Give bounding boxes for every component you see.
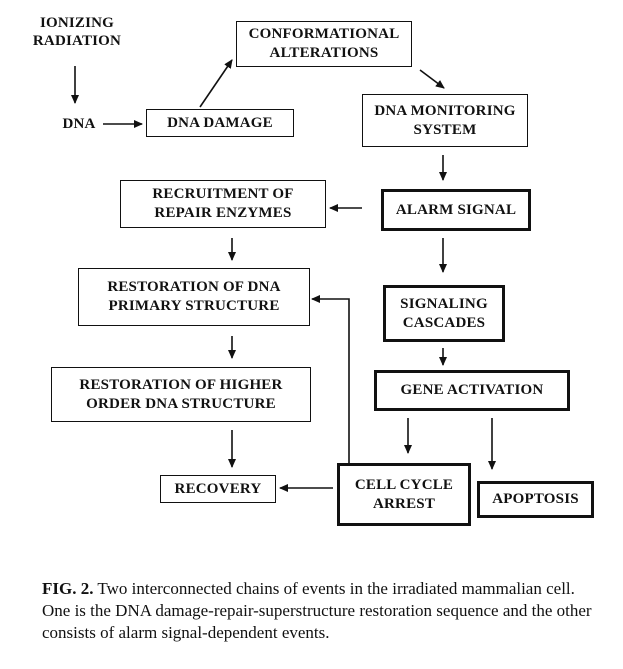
restoration-primary-structure-box: RESTORATION OF DNA PRIMARY STRUCTURE [78,268,310,326]
dna-damage-box: DNA DAMAGE [146,109,294,137]
arrow-cellcycle-to-primary [311,295,350,467]
recovery-box: RECOVERY [160,475,276,503]
ionizing-radiation-label: IONIZING RADIATION [32,15,122,49]
arrow-damage-to-conformational [199,59,233,108]
recruitment-repair-enzymes-box: RECRUITMENT OF REPAIR ENZYMES [120,180,326,228]
dna-monitoring-system-box: DNA MONITORING SYSTEM [362,94,528,147]
restoration-higher-order-box: RESTORATION OF HIGHER ORDER DNA STRUCTUR… [51,367,311,422]
conformational-alterations-box: CONFORMATIONAL ALTERATIONS [236,21,412,67]
alarm-signal-box: ALARM SIGNAL [381,189,531,231]
figure-caption-label: FIG. 2. [42,579,94,598]
dna-label: DNA [62,116,96,132]
cell-cycle-arrest-box: CELL CYCLE ARREST [337,463,471,526]
apoptosis-box: APOPTOSIS [477,481,594,518]
arrow-conformational-to-monitoring [419,69,445,89]
signaling-cascades-box: SIGNALING CASCADES [383,285,505,342]
figure-caption-text: Two interconnected chains of events in t… [42,579,592,642]
gene-activation-box: GENE ACTIVATION [374,370,570,411]
figure-caption: FIG. 2. Two interconnected chains of eve… [42,578,597,644]
